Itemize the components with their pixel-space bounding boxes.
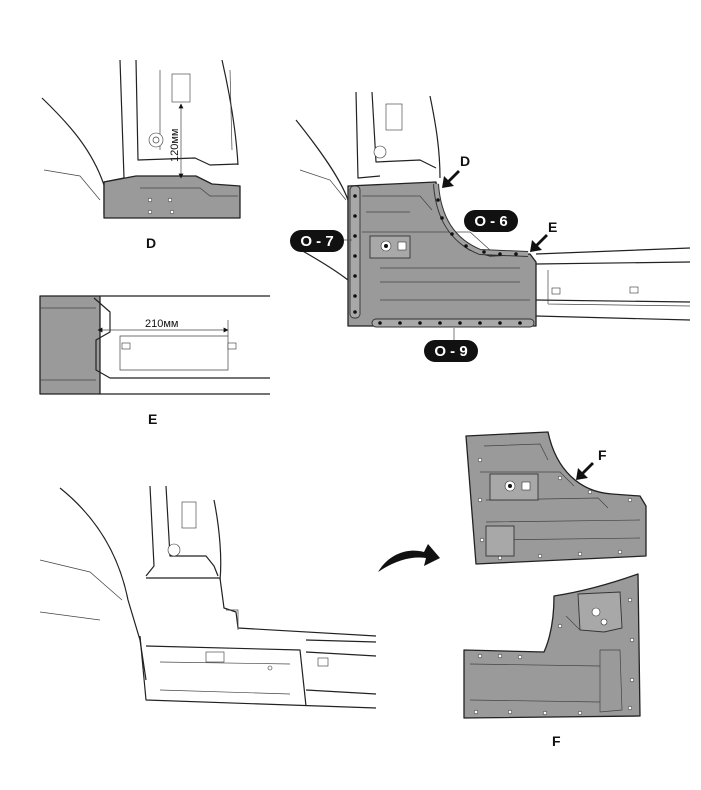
assembled-body-view xyxy=(39,485,377,709)
arrow-label-d: D xyxy=(460,153,470,169)
weld-line-o9 xyxy=(371,318,535,328)
badge-o7: O - 7 xyxy=(290,230,344,252)
detail-e-view: 210мм xyxy=(39,295,270,395)
transition-arrow-icon xyxy=(378,544,440,572)
detail-d-view: 120мм xyxy=(41,59,241,219)
spot-welds xyxy=(147,197,175,215)
side-sill-panel-end xyxy=(39,295,101,395)
svg-text:O - 7: O - 7 xyxy=(300,233,333,250)
badge-o6: O - 6 xyxy=(464,210,518,232)
dimension-label-horizontal: 210мм xyxy=(145,318,178,330)
view-arrow-e xyxy=(530,234,548,252)
new-panel-inner xyxy=(463,573,641,719)
arrow-label-f: F xyxy=(598,447,607,463)
main-installation-view: O - 6 O - 7 O - 9 xyxy=(290,91,691,362)
dimension-label-vertical: 120мм xyxy=(169,129,181,162)
caption-detail-d: D xyxy=(146,235,156,251)
badge-o9: O - 9 xyxy=(424,340,478,362)
arrow-label-e: E xyxy=(548,219,557,235)
new-panel-outer xyxy=(465,431,647,565)
weld-spots-main xyxy=(353,194,522,325)
caption-detail-e: E xyxy=(148,411,157,427)
weld-line-o7 xyxy=(349,185,361,319)
side-sill-panel xyxy=(103,175,241,219)
svg-text:O - 6: O - 6 xyxy=(474,213,507,230)
svg-text:O - 9: O - 9 xyxy=(434,343,467,360)
view-arrow-d xyxy=(442,170,460,188)
caption-detail-f: F xyxy=(552,733,561,749)
view-arrow-f xyxy=(576,462,594,480)
